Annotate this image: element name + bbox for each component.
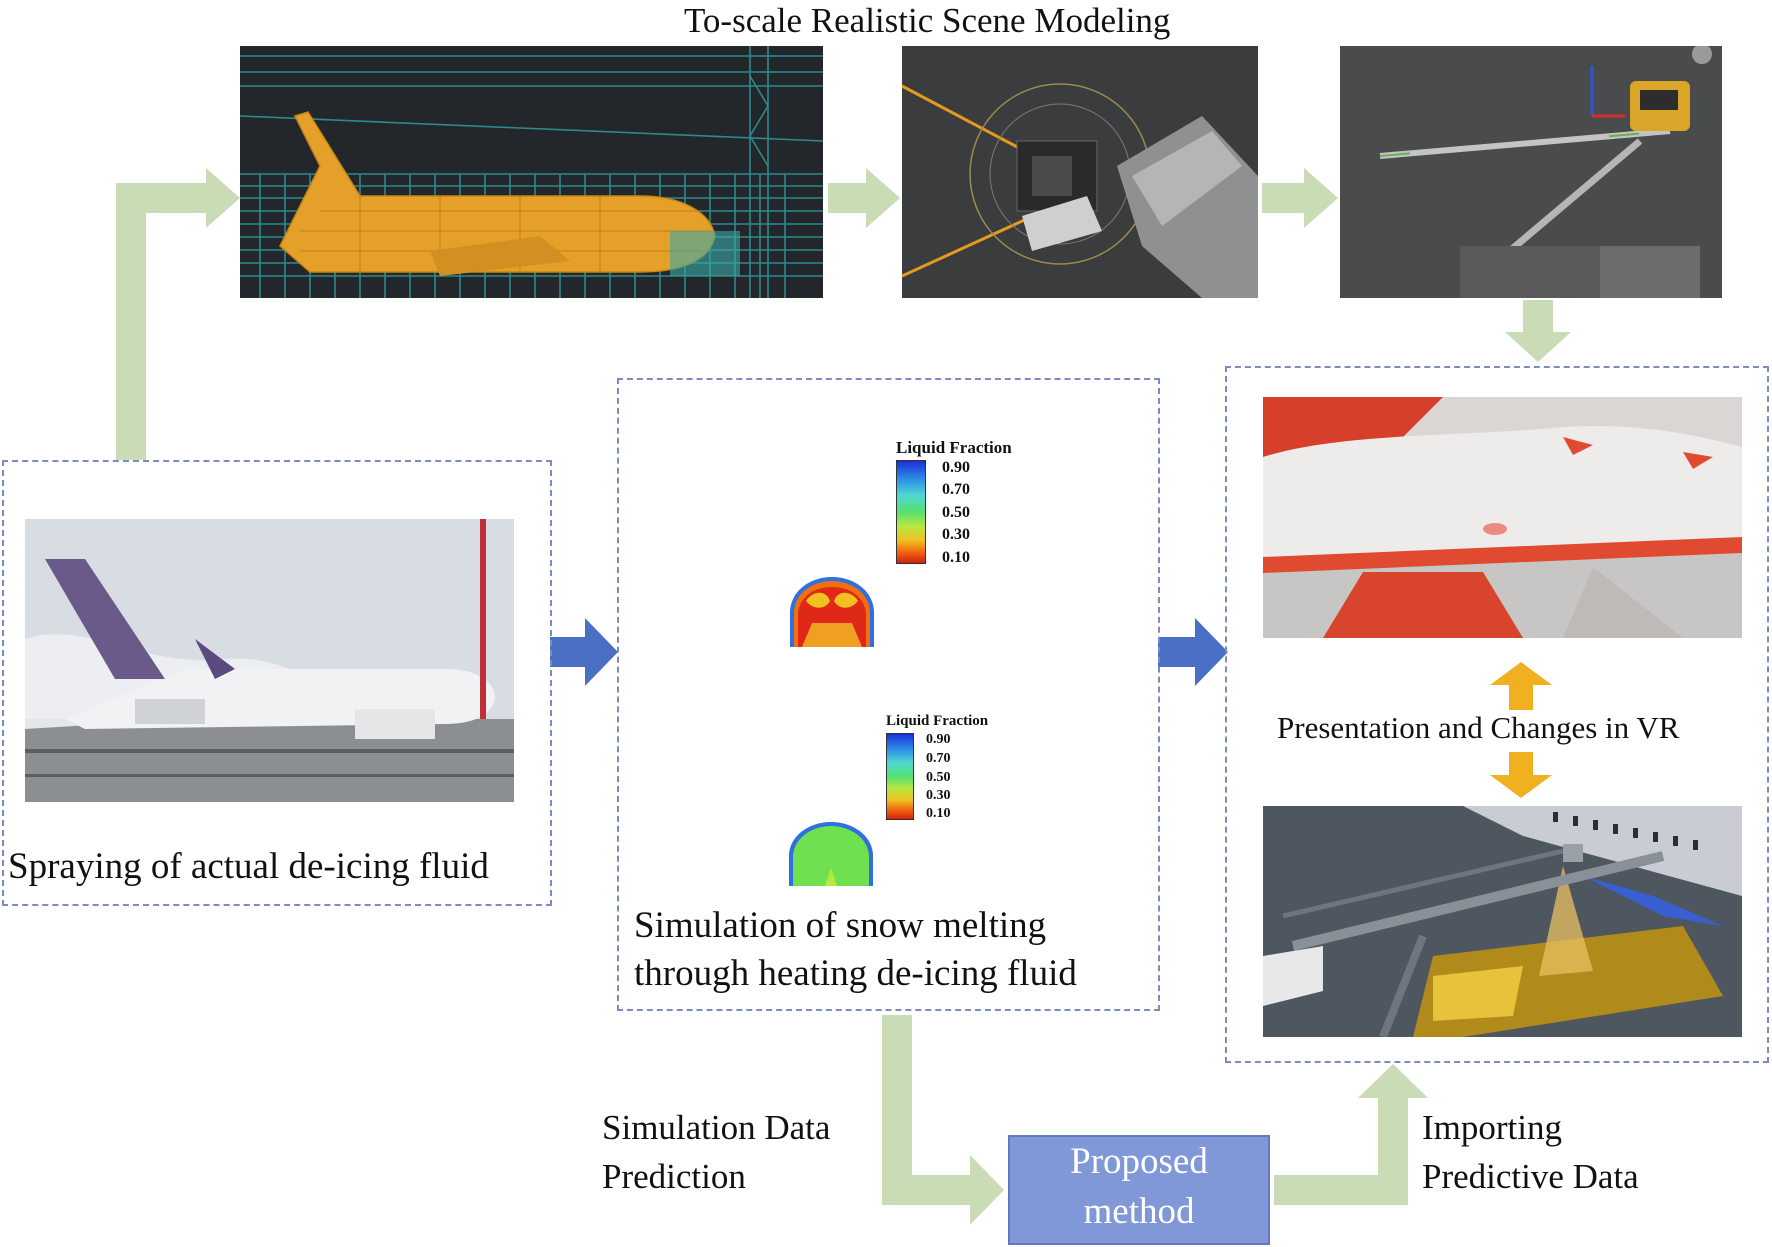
green-arrow-method-to-vr (1274, 1064, 1428, 1205)
deicing-spray-photo (25, 519, 514, 802)
sim-data-label-line-2: Prediction (602, 1157, 746, 1196)
sim-data-label-line-1: Simulation Data (602, 1108, 831, 1147)
green-arrow-sim-to-method (882, 1015, 1004, 1225)
blue-arrow-left-to-center (550, 618, 618, 686)
green-arrow-up-right (116, 168, 240, 460)
legend-2-value-3: 0.50 (926, 770, 951, 785)
legend-2-colorbar (886, 733, 914, 820)
left-caption: Spraying of actual de-icing fluid (8, 846, 489, 887)
top-title: To-scale Realistic Scene Modeling (684, 1, 1171, 40)
legend-2-value-1: 0.90 (926, 732, 951, 747)
proposed-method-box: Proposed method (1008, 1135, 1270, 1245)
green-arrow-top-2 (1262, 168, 1338, 228)
deicing-truck-model-image (1340, 46, 1722, 298)
import-label-line-1: Importing (1422, 1108, 1562, 1147)
vr-spraying-image (1263, 806, 1742, 1037)
orange-arrow-down (1490, 752, 1552, 798)
vr-snow-wing-image (1263, 397, 1742, 638)
legend-1-title: Liquid Fraction (896, 438, 1012, 457)
legend-1-value-1: 0.90 (942, 459, 970, 476)
legend-1-value-2: 0.70 (942, 481, 970, 498)
proposed-method-line-2: method (1083, 1191, 1195, 1232)
melting-simulation-1 (782, 573, 882, 647)
legend-2-value-5: 0.10 (926, 806, 951, 821)
legend-1-value-5: 0.10 (942, 549, 970, 566)
left-panel (2, 460, 552, 906)
center-caption-line-1: Simulation of snow melting (634, 905, 1047, 946)
legend-1-value-4: 0.30 (942, 526, 970, 543)
legend-2-value-4: 0.30 (926, 788, 951, 803)
legend-1-colorbar (896, 460, 926, 564)
orange-arrow-up (1490, 662, 1552, 710)
proposed-method-line-1: Proposed (1070, 1141, 1208, 1182)
center-caption-line-2: through heating de-icing fluid (634, 953, 1077, 994)
legend-2-title: Liquid Fraction (886, 713, 989, 729)
center-panel (617, 378, 1160, 1011)
boom-nozzle-model-image (902, 46, 1258, 298)
melting-simulation-2 (785, 820, 877, 886)
aircraft-wireframe-image (240, 46, 823, 298)
green-arrow-down (1505, 300, 1571, 362)
legend-1-value-3: 0.50 (942, 504, 970, 521)
vr-caption: Presentation and Changes in VR (1277, 710, 1680, 745)
import-label-line-2: Predictive Data (1422, 1157, 1639, 1196)
legend-2-value-2: 0.70 (926, 751, 951, 766)
green-arrow-top-1 (828, 168, 900, 228)
vr-panel (1225, 366, 1769, 1063)
blue-arrow-center-to-right (1158, 618, 1228, 686)
